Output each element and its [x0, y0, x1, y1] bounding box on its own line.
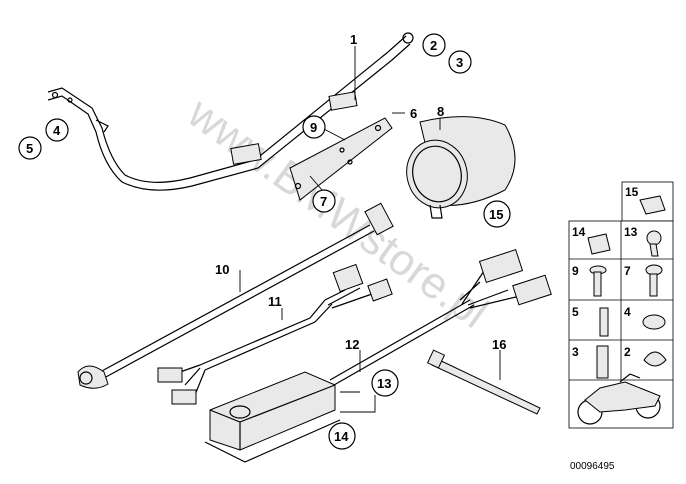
grid-cell-4: 4 — [624, 305, 631, 319]
callout-10: 10 — [215, 262, 229, 277]
cable-10 — [77, 202, 394, 389]
callout-2-circle — [422, 33, 446, 57]
callout-3-circle — [448, 50, 472, 74]
callout-9: 9 — [310, 120, 317, 135]
parts-grid: 15 14 13 9 7 5 4 3 2 — [568, 181, 674, 429]
motorcycle-icon — [577, 373, 661, 425]
screw-13-shank-icon — [649, 243, 659, 257]
callout-7: 7 — [320, 194, 327, 209]
control-unit-12 — [204, 249, 552, 463]
callout-13: 13 — [377, 376, 391, 391]
screw-7-shank-icon — [649, 273, 658, 297]
callout-13-circle — [371, 369, 399, 397]
callout-15-circle — [483, 200, 511, 228]
mounting-plate — [289, 117, 393, 201]
callouts: 1 2 3 4 5 6 7 8 9 10 11 12 13 14 15 16 — [18, 32, 511, 450]
grid-cell-14: 14 — [572, 225, 586, 239]
screw-3-icon — [596, 345, 609, 379]
instrument-housing — [406, 116, 516, 219]
screw-5-icon — [599, 307, 609, 337]
callout-8: 8 — [437, 104, 444, 119]
clip-15-icon — [639, 195, 666, 215]
callout-14-circle — [328, 422, 356, 450]
nut-14-icon — [587, 233, 611, 255]
callout-16: 16 — [492, 337, 506, 352]
callout-9-circle — [302, 115, 326, 139]
grid-cell-15: 15 — [625, 185, 639, 199]
callout-5-circle — [18, 136, 42, 160]
bracket-bar — [47, 32, 414, 191]
grid-cell-5: 5 — [572, 305, 579, 319]
callout-7-circle — [312, 189, 336, 213]
callout-15: 15 — [489, 207, 503, 222]
reference-number: 00096495 — [570, 461, 615, 472]
callout-5: 5 — [26, 141, 33, 156]
callout-14: 14 — [334, 429, 349, 444]
grid-cell-3: 3 — [572, 345, 579, 359]
callout-2: 2 — [430, 38, 437, 53]
callout-3: 3 — [456, 55, 463, 70]
leader-lines — [239, 46, 501, 413]
callout-6: 6 — [410, 106, 417, 121]
screw-13-icon — [646, 230, 662, 246]
washer-2-icon — [643, 351, 667, 367]
grid-cell-7: 7 — [624, 264, 631, 278]
callout-1: 1 — [350, 32, 357, 47]
callout-4-circle — [45, 118, 69, 142]
callout-11: 11 — [268, 294, 282, 309]
cable-tie-16 — [426, 349, 541, 415]
wiring-harness-11 — [157, 263, 393, 405]
grid-cell-13: 13 — [624, 225, 638, 239]
callout-12: 12 — [345, 337, 359, 352]
grid-cell-2: 2 — [624, 345, 631, 359]
screw-9-shank-icon — [593, 271, 602, 297]
washer-4-icon — [642, 314, 666, 330]
grid-cell-9: 9 — [572, 264, 579, 278]
callout-4: 4 — [53, 123, 61, 138]
